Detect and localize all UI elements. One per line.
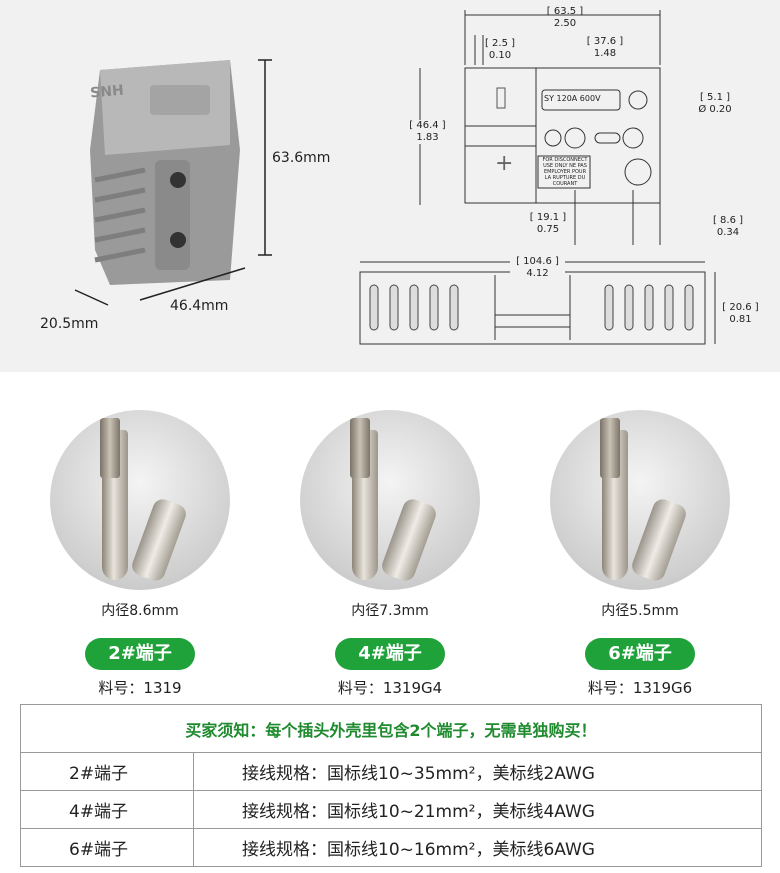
terminal-diameter: 内径5.5mm: [601, 603, 679, 619]
table-row: 4#端子接线规格：国标线10~21mm²，美标线4AWG: [20, 790, 762, 829]
terminal-6-image: [550, 410, 730, 590]
spec-cell: 接线规格：国标线10~21mm²，美标线4AWG: [193, 790, 762, 829]
part-number: 料号：1319G6: [587, 679, 693, 697]
terminal-diameter: 内径8.6mm: [101, 603, 179, 619]
terminal-name-badge: 6#端子: [585, 638, 695, 670]
dim-thickness: [ 20.6 ]0.81: [722, 302, 759, 325]
terminal-name-badge: 4#端子: [335, 638, 445, 670]
depth-dimension: 20.5mm: [40, 316, 99, 332]
svg-text:+: +: [495, 151, 513, 176]
part-number: 料号：1319G4: [337, 679, 443, 697]
dim-pitch: [ 19.1 ]0.75: [529, 212, 567, 235]
dimension-lines: [74, 59, 272, 306]
terminal-cell: 6#端子: [20, 828, 194, 867]
terminal-4-image: [300, 410, 480, 590]
spec-cell: 接线规格：国标线10~35mm²，美标线2AWG: [193, 752, 762, 791]
dim-edge: [ 8.6 ]0.34: [712, 215, 744, 238]
warning-label: FOR DISCONNECT USE ONLY NE PAS EMPLOYER …: [542, 157, 588, 187]
table-row: 6#端子接线规格：国标线10~16mm²，美标线6AWG: [20, 828, 762, 867]
table-row: 2#端子接线规格：国标线10~35mm²，美标线2AWG: [20, 752, 762, 791]
rating-label: SY 120A 600V: [544, 94, 601, 103]
dim-height: [ 46.4 ]1.83: [405, 120, 450, 144]
dim-offset: [ 2.5 ]0.10: [484, 38, 516, 61]
terminal-diameter: 内径7.3mm: [351, 603, 429, 619]
terminal-cell: 2#端子: [20, 752, 194, 791]
dim-body-width: [ 37.6 ]1.48: [586, 36, 624, 59]
dim-length: [ 104.6 ]4.12: [510, 256, 565, 280]
drawing-lines: +: [359, 10, 716, 345]
dim-overall-width: [ 63.5 ]2.50: [546, 6, 584, 29]
connector-illustration: [90, 60, 240, 285]
buyer-notice: 买家须知：每个插头外壳里包含2个端子，无需单独购买！: [20, 704, 762, 753]
spec-cell: 接线规格：国标线10~16mm²，美标线6AWG: [193, 828, 762, 867]
terminal-2-image: [50, 410, 230, 590]
terminal-cell: 4#端子: [20, 790, 194, 829]
terminal-name-badge: 2#端子: [85, 638, 195, 670]
dim-hole: [ 5.1 ]Ø 0.20: [698, 92, 732, 115]
width-dimension: 46.4mm: [170, 298, 229, 314]
wire-spec-table: 买家须知：每个插头外壳里包含2个端子，无需单独购买！ 2#端子接线规格：国标线1…: [20, 704, 762, 867]
height-dimension: 63.6mm: [272, 150, 331, 166]
part-number: 料号：1319: [98, 679, 182, 697]
